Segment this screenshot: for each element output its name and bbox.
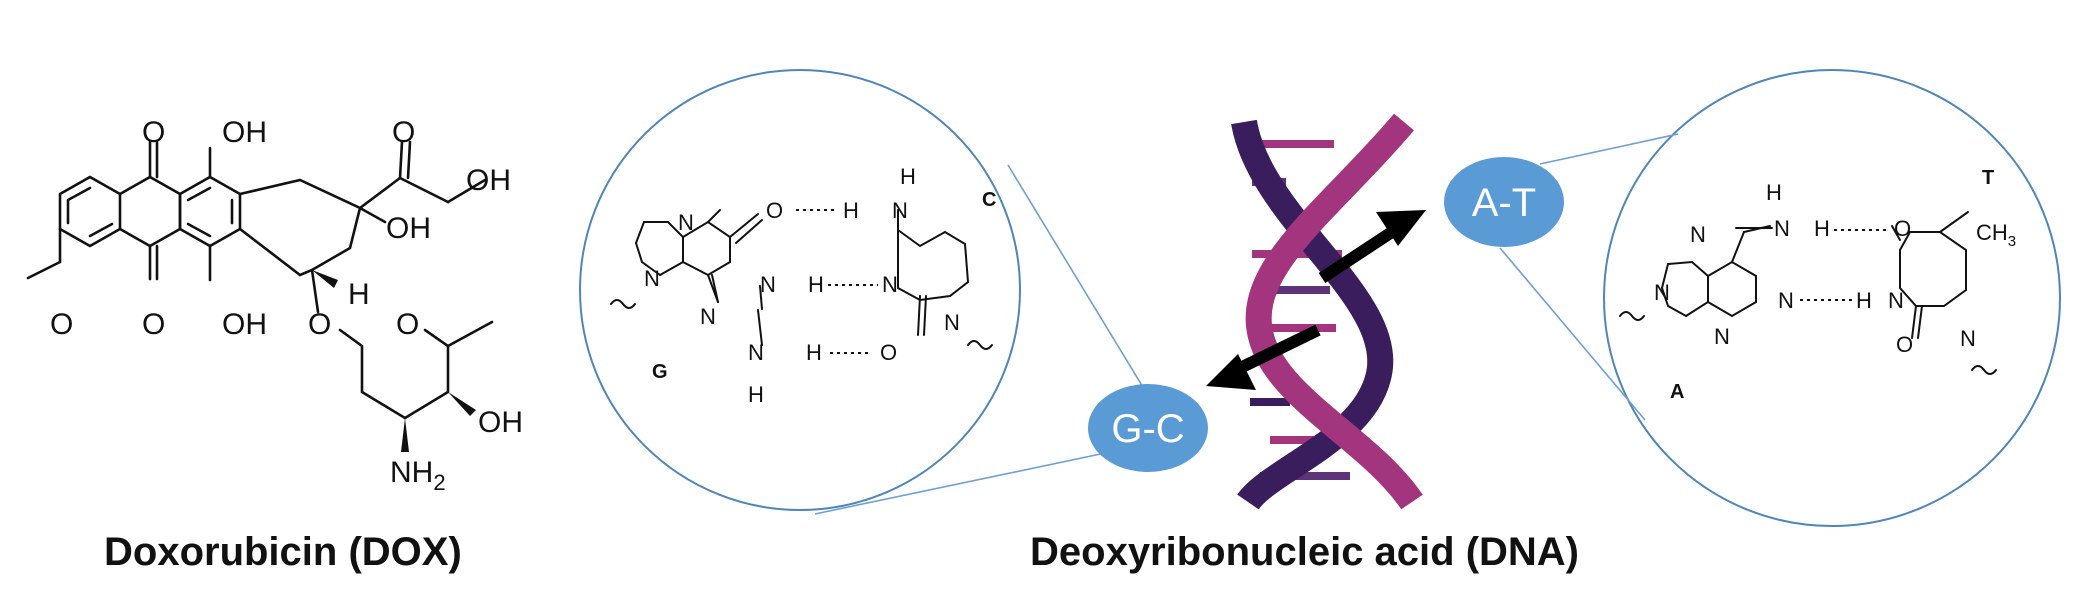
gc-atom-label: H — [900, 164, 916, 189]
at-atom-label: N — [1888, 288, 1904, 313]
gc-base-label-c: C — [982, 189, 996, 211]
thymine-structure — [1891, 211, 1997, 375]
gc-connector-bottom — [814, 451, 1111, 515]
gc-base-label-g: G — [652, 361, 668, 383]
gc-zoom-circle — [579, 69, 1021, 511]
at-pair-label: A-T — [1472, 181, 1536, 225]
dna-double-helix — [1206, 113, 1426, 511]
dox-caption: Doxorubicin (DOX) — [104, 530, 462, 574]
gc-pair-bubble — [1088, 384, 1208, 472]
at-atom-label: O — [1896, 332, 1913, 357]
at-atom-label: O — [1894, 216, 1911, 241]
gc-atom-label: O — [880, 340, 897, 365]
at-atom-label: CH3 — [1976, 220, 2016, 250]
at-atom-label: N — [1654, 280, 1670, 305]
cytosine-structure — [897, 209, 993, 350]
guanine-structure — [610, 209, 763, 346]
at-pair-bubble — [1444, 157, 1564, 247]
gc-atom-label: H — [808, 272, 824, 297]
dox-atom-label: O — [50, 308, 73, 341]
gc-connector-top — [1007, 164, 1153, 403]
at-atom-label: H — [1814, 216, 1830, 241]
at-connector-top — [1539, 133, 1679, 165]
gc-atom-label: N — [760, 272, 776, 297]
dox-atom-label: OH — [386, 212, 431, 245]
gc-atom-label: H — [748, 382, 764, 407]
dox-atom-label: OH — [478, 406, 523, 439]
dox-atom-label: NH2 — [390, 456, 446, 495]
dox-atom-label: O — [142, 308, 165, 341]
at-base-label-t: T — [1982, 167, 1994, 189]
at-atom-label: H — [1766, 180, 1782, 205]
dox-atom-label: OH — [466, 164, 511, 197]
gc-atom-label: H — [843, 198, 859, 223]
at-atom-label: N — [1778, 288, 1794, 313]
gc-atom-label: N — [882, 272, 898, 297]
dox-atom-label: OH — [222, 116, 267, 149]
adenine-structure — [1619, 225, 1773, 321]
at-atom-label: N — [1690, 222, 1706, 247]
dox-atom-label: OH — [222, 308, 267, 341]
gc-atom-label: N — [944, 310, 960, 335]
gc-atom-label: N — [748, 340, 764, 365]
at-atom-label: N — [1774, 216, 1790, 241]
gc-atom-label: N — [678, 210, 694, 235]
gc-pair-label: G-C — [1111, 407, 1184, 451]
at-base-label-a: A — [1670, 381, 1684, 403]
dox-atom-label: O — [396, 308, 419, 341]
dox-atom-label: O — [142, 116, 165, 149]
dox-atom-label: H — [348, 278, 370, 311]
doxorubicin-structure — [26, 140, 494, 452]
at-atom-label: N — [1714, 324, 1730, 349]
gc-atom-label: H — [806, 340, 822, 365]
gc-atom-label: O — [766, 198, 783, 223]
gc-atom-label: N — [892, 198, 908, 223]
at-atom-label: H — [1856, 288, 1872, 313]
dox-atom-label: O — [308, 308, 331, 341]
gc-atom-label: N — [644, 266, 660, 291]
at-connector-bottom — [1499, 247, 1646, 421]
dna-caption: Deoxyribonucleic acid (DNA) — [1030, 530, 1579, 574]
gc-atom-label: N — [700, 304, 716, 329]
at-atom-label: N — [1960, 326, 1976, 351]
at-zoom-circle — [1603, 69, 2061, 527]
dox-atom-label: O — [392, 116, 415, 149]
